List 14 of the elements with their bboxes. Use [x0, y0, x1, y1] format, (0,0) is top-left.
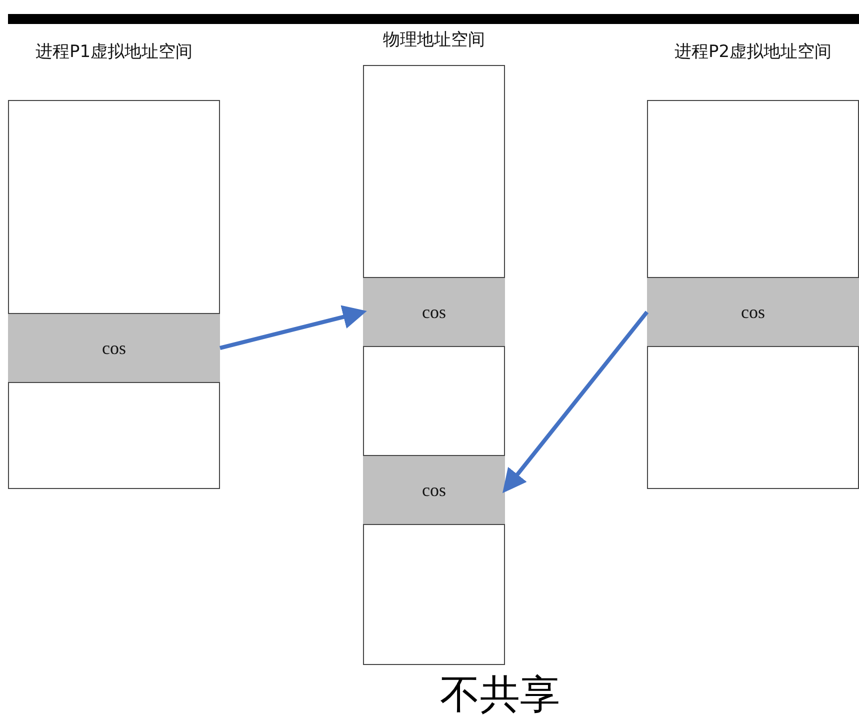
caption: 不共享	[439, 672, 561, 718]
segment-label: cos	[422, 478, 446, 502]
memory-segment	[363, 455, 505, 525]
column-heading: 进程P2虚拟地址空间	[673, 41, 833, 64]
segment-label: cos	[102, 336, 126, 360]
memory-segment	[363, 277, 505, 347]
column-heading: 物理地址空间	[382, 29, 486, 52]
arrow	[220, 305, 367, 350]
memory-segment	[8, 313, 220, 383]
arrow	[502, 310, 649, 494]
column-heading: 进程P1虚拟地址空间	[34, 41, 194, 64]
segment-label: cos	[422, 300, 446, 324]
memory-segment	[647, 277, 859, 347]
segment-label: cos	[741, 300, 765, 324]
